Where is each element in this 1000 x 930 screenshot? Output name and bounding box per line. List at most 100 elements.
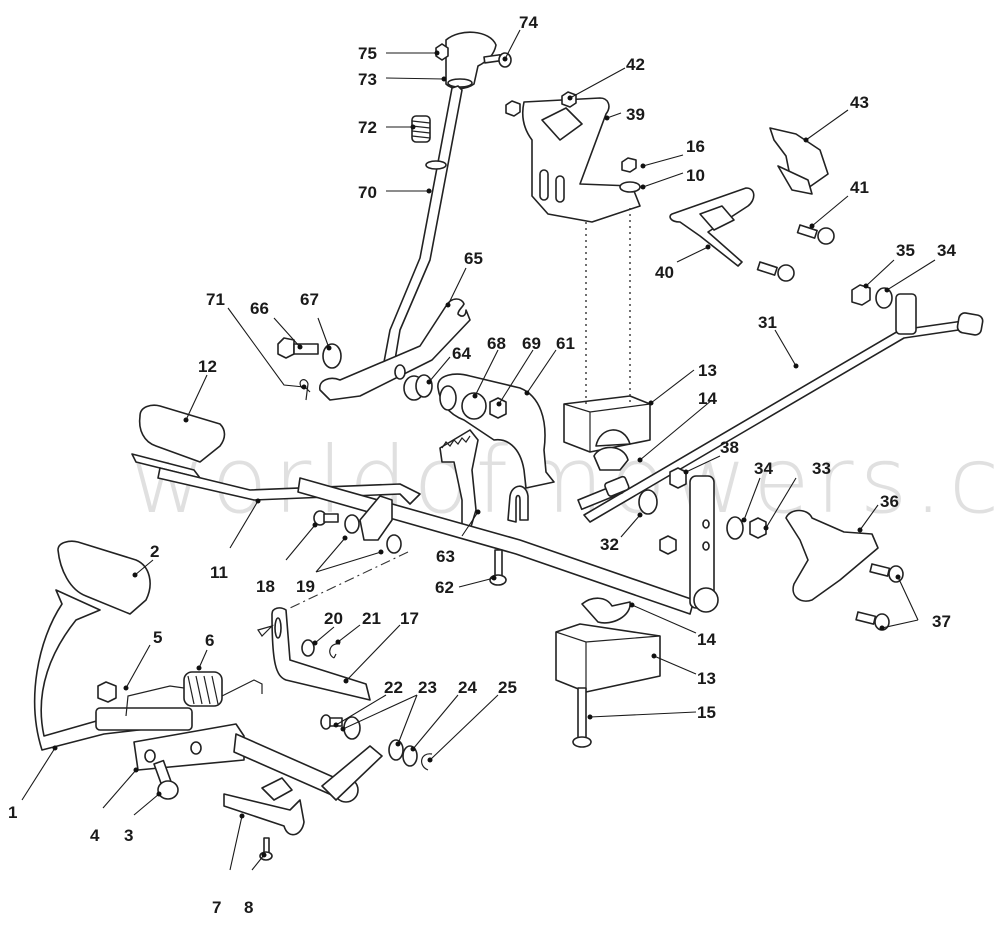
callout-13-top: 13 — [698, 361, 717, 380]
callout-34-mid: 34 — [754, 459, 773, 478]
part-nut-75 — [435, 43, 449, 61]
callout-67: 67 — [300, 290, 319, 309]
watermark: worldofmowers.co.uk — [130, 427, 1000, 534]
part-nut-extra — [505, 100, 521, 117]
part-spring-72 — [411, 115, 431, 143]
callout-71: 71 — [206, 290, 225, 309]
callout-72: 72 — [358, 118, 377, 137]
part-bushing-14b — [581, 597, 631, 624]
part-washer-34b — [726, 516, 744, 540]
part-clip-21 — [329, 643, 341, 659]
callout-12: 12 — [198, 357, 217, 376]
callout-66: 66 — [250, 299, 269, 318]
part-spring-6 — [125, 671, 263, 717]
callout-34-top: 34 — [937, 241, 956, 260]
part-bracket-17 — [271, 607, 371, 701]
part-pedal-pad-12 — [131, 404, 226, 479]
part-nut-16 — [621, 157, 637, 173]
part-arm-11b — [359, 495, 393, 541]
alignment-line — [289, 551, 409, 609]
callout-24: 24 — [458, 678, 477, 697]
callout-15: 15 — [697, 703, 716, 722]
callout-18: 18 — [256, 577, 275, 596]
callout-2: 2 — [150, 542, 159, 561]
callout-64: 64 — [452, 344, 471, 363]
part-nut-69 — [489, 397, 507, 419]
part-nut-33 — [749, 517, 767, 539]
callout-40: 40 — [655, 263, 674, 282]
part-washer-19b — [386, 534, 402, 554]
callout-10: 10 — [686, 166, 705, 185]
callout-5: 5 — [153, 628, 162, 647]
part-clip-25 — [421, 753, 433, 771]
callout-73: 73 — [358, 70, 377, 89]
callout-31: 31 — [758, 313, 777, 332]
callout-3: 3 — [124, 826, 133, 845]
part-washer-68 — [461, 392, 487, 420]
callout-14-top: 14 — [698, 389, 717, 408]
callout-4: 4 — [90, 826, 100, 845]
callout-39: 39 — [626, 105, 645, 124]
callout-33: 33 — [812, 459, 831, 478]
callout-8: 8 — [244, 898, 253, 917]
callout-41: 41 — [850, 178, 869, 197]
callout-36: 36 — [880, 492, 899, 511]
callout-1: 1 — [8, 803, 17, 822]
part-bolt-66 — [277, 337, 319, 359]
callout-6: 6 — [205, 631, 214, 650]
part-cross-shaft — [297, 475, 719, 615]
callout-43: 43 — [850, 93, 869, 112]
part-bolt-3 — [153, 759, 179, 800]
part-pin-18 — [313, 510, 339, 526]
part-rod-31 — [583, 293, 984, 523]
callout-69: 69 — [522, 334, 541, 353]
part-lever-65 — [319, 298, 471, 401]
callout-14-bottom: 14 — [697, 630, 716, 649]
callout-25: 25 — [498, 678, 517, 697]
part-bracket-4 — [133, 723, 383, 803]
part-pedal-pad-2 — [57, 540, 151, 615]
part-nut-38 — [669, 467, 687, 489]
part-arrow-17 — [257, 624, 275, 637]
part-washer-20 — [301, 639, 315, 657]
callout-21: 21 — [362, 609, 381, 628]
callout-23: 23 — [418, 678, 437, 697]
part-washer-34a — [875, 287, 893, 309]
part-washer-70 — [425, 160, 447, 170]
callout-65: 65 — [464, 249, 483, 268]
callout-75: 75 — [358, 44, 377, 63]
part-bracket-40 — [669, 187, 755, 267]
callout-32: 32 — [600, 535, 619, 554]
part-clip-71 — [299, 379, 311, 401]
callout-22: 22 — [384, 678, 403, 697]
callout-37: 37 — [932, 612, 951, 631]
part-nut-5 — [97, 681, 117, 703]
part-pin-22 — [320, 714, 343, 730]
callout-42: 42 — [626, 55, 645, 74]
part-screw-41 — [796, 224, 835, 245]
part-washer-32 — [638, 489, 658, 515]
part-washer-19a — [344, 514, 360, 534]
part-screw-40b — [756, 261, 795, 282]
part-screw-74 — [483, 52, 512, 68]
callout-63: 63 — [436, 547, 455, 566]
part-bracket-39 — [521, 97, 641, 223]
part-washer-10 — [619, 181, 641, 193]
part-bushing-64 — [403, 374, 433, 401]
part-bracket-7-block — [261, 777, 293, 801]
callout-16: 16 — [686, 137, 705, 156]
part-bushing-14a — [593, 446, 629, 471]
part-pedal-plate — [95, 707, 193, 731]
part-nut-35 — [851, 284, 871, 306]
part-u-clamp — [507, 485, 529, 523]
callout-7: 7 — [212, 898, 221, 917]
callout-62: 62 — [435, 578, 454, 597]
part-screw-8 — [259, 837, 273, 861]
callout-35: 35 — [896, 241, 915, 260]
callout-13-bottom: 13 — [697, 669, 716, 688]
part-screw-37b — [855, 611, 890, 631]
callout-38: 38 — [720, 438, 739, 457]
callout-61: 61 — [556, 334, 575, 353]
